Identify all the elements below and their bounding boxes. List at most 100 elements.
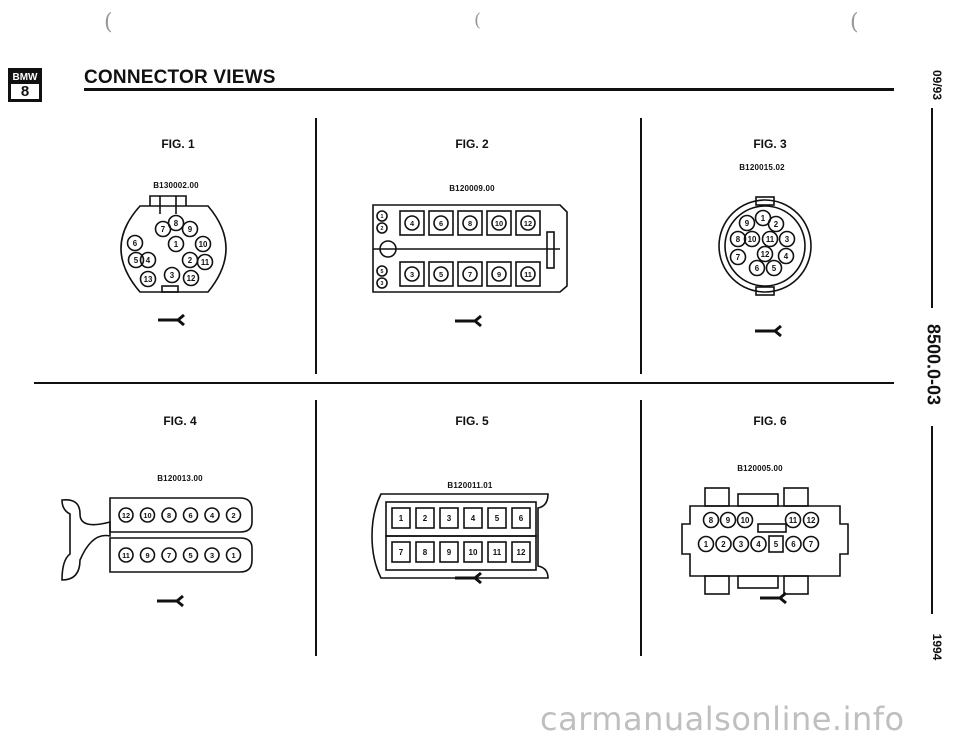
fig3-label: FIG. 3: [753, 137, 787, 151]
fig1-label: FIG. 1: [161, 137, 195, 151]
grid-divider: [315, 118, 317, 374]
fig2-pin: [376, 277, 388, 289]
fig2-pin: [376, 222, 388, 234]
grid-divider: [315, 400, 317, 656]
fig5-pin-label: 3: [447, 514, 452, 523]
fig2-pin-label: 11: [524, 270, 532, 279]
bmw-logo: BMW 8: [8, 68, 42, 102]
page-title: CONNECTOR VIEWS: [84, 67, 276, 88]
fig4-part-number: B120013.00: [157, 474, 203, 483]
fig3-pin: [765, 259, 783, 277]
fig4-pin-label: 8: [167, 511, 171, 520]
fig1-pin: [126, 234, 144, 252]
fig2-pin-label: 4: [410, 219, 415, 228]
fig3-key-top: [755, 196, 775, 206]
fig6-cavity: [768, 535, 784, 553]
fig2-pin: [520, 266, 536, 282]
fig6-pin: [736, 511, 754, 529]
fig4-pin: [225, 547, 242, 563]
fig4-pin-label: 10: [143, 511, 151, 520]
fig2-pin-label: 7: [468, 270, 472, 279]
fig6-part-number: B120005.00: [737, 464, 783, 473]
fig4-pin: [204, 547, 220, 563]
fig2-cavity: [428, 210, 454, 236]
fig4-pin-label: 11: [122, 551, 130, 560]
fig3-pin: [778, 230, 796, 248]
fig1-key: [161, 285, 179, 293]
fig2-cavity: [515, 210, 541, 236]
fig1-view-arrow: [158, 313, 185, 327]
fig3-pin-label: 6: [755, 264, 760, 273]
fig1-pin: [139, 270, 157, 288]
fig2-pin: [433, 266, 449, 282]
fig4-pin: [161, 507, 177, 523]
fig2-pin: [404, 215, 420, 231]
fig1-part-number: B130002.00: [153, 181, 199, 190]
fig5-pin-label: 9: [447, 548, 452, 557]
logo-series: 8: [20, 83, 30, 100]
fig2-pin-label: 8: [468, 219, 472, 228]
fig3-part-number: B120015.02: [739, 163, 785, 172]
fig4-pin-label: 4: [210, 511, 215, 520]
fig2-pin: [491, 266, 507, 282]
fig2-polarization-rib: [546, 231, 555, 269]
fig2-cavity: [486, 210, 512, 236]
fig1-pin-label: 4: [146, 256, 151, 265]
fig6-tab: [783, 487, 809, 507]
fig4-pin: [139, 547, 156, 563]
fig1-pin-label: 13: [144, 275, 153, 284]
fig3-pin-label: 8: [736, 235, 741, 244]
fig6-tab: [737, 493, 779, 507]
fig6-pin-label: 1: [704, 540, 709, 549]
fig5-part-number: B120011.01: [447, 481, 493, 490]
grid-divider: [640, 400, 642, 656]
fig3-pin: [729, 230, 747, 248]
fig2-part-number: B120009.00: [449, 184, 495, 193]
fig4-pin-label: 3: [210, 551, 214, 560]
fig2-pin-label: 12: [524, 219, 532, 228]
fig4-pin: [161, 547, 177, 563]
fig5-housing: [371, 493, 549, 579]
fig4-pin-label: 7: [167, 551, 171, 560]
fig2-pin: [404, 266, 420, 282]
fig5-pin-label: 7: [399, 548, 404, 557]
fig6-view-arrow: [760, 591, 787, 605]
fig2-pin-label: 3: [410, 270, 414, 279]
fig5-pin-label: 10: [469, 548, 478, 557]
fig3-pin: [777, 247, 795, 265]
fig1-pin: [167, 235, 185, 253]
fig5-cavity: [463, 541, 483, 563]
scan-mark: (: [104, 10, 113, 35]
fig2-cavity: [486, 261, 512, 287]
fig3-pin-label: 1: [761, 214, 766, 223]
fig2-housing: [372, 204, 568, 293]
fig5-pin-label: 12: [517, 548, 526, 557]
fig1-pin-label: 8: [174, 219, 179, 228]
fig1-pin-label: 10: [199, 240, 208, 249]
fig4-pin-label: 9: [145, 551, 149, 560]
fig3-view-arrow: [755, 324, 782, 338]
fig5-cavity: [439, 541, 459, 563]
fig4-pin-label: 2: [231, 511, 235, 520]
fig1-pin-label: 3: [170, 271, 175, 280]
fig6-pin: [702, 511, 720, 529]
fig5-cavity: [391, 507, 411, 529]
scan-mark: (: [850, 10, 859, 35]
fig1-pin-label: 12: [187, 274, 196, 283]
fig6-pin-label: 9: [726, 516, 731, 525]
fig2-pin: [520, 215, 536, 231]
fig4-row-top: [109, 497, 253, 533]
fig6-tab: [737, 575, 779, 589]
fig5-view-arrow: [455, 571, 482, 585]
fig6-pin-label: 4: [756, 540, 761, 549]
fig2-pin: [491, 215, 507, 231]
fig3-pin-label: 2: [774, 220, 779, 229]
fig5-label: FIG. 5: [455, 414, 489, 428]
fig6-latch: [757, 523, 787, 533]
fig6-label: FIG. 6: [753, 414, 787, 428]
fig6-pin-label: 7: [809, 540, 814, 549]
fig2-pin-label: 10: [495, 219, 503, 228]
fig5-cavity: [511, 507, 531, 529]
fig2-cavity: [457, 210, 483, 236]
fig3-pin-label: 11: [766, 235, 775, 244]
